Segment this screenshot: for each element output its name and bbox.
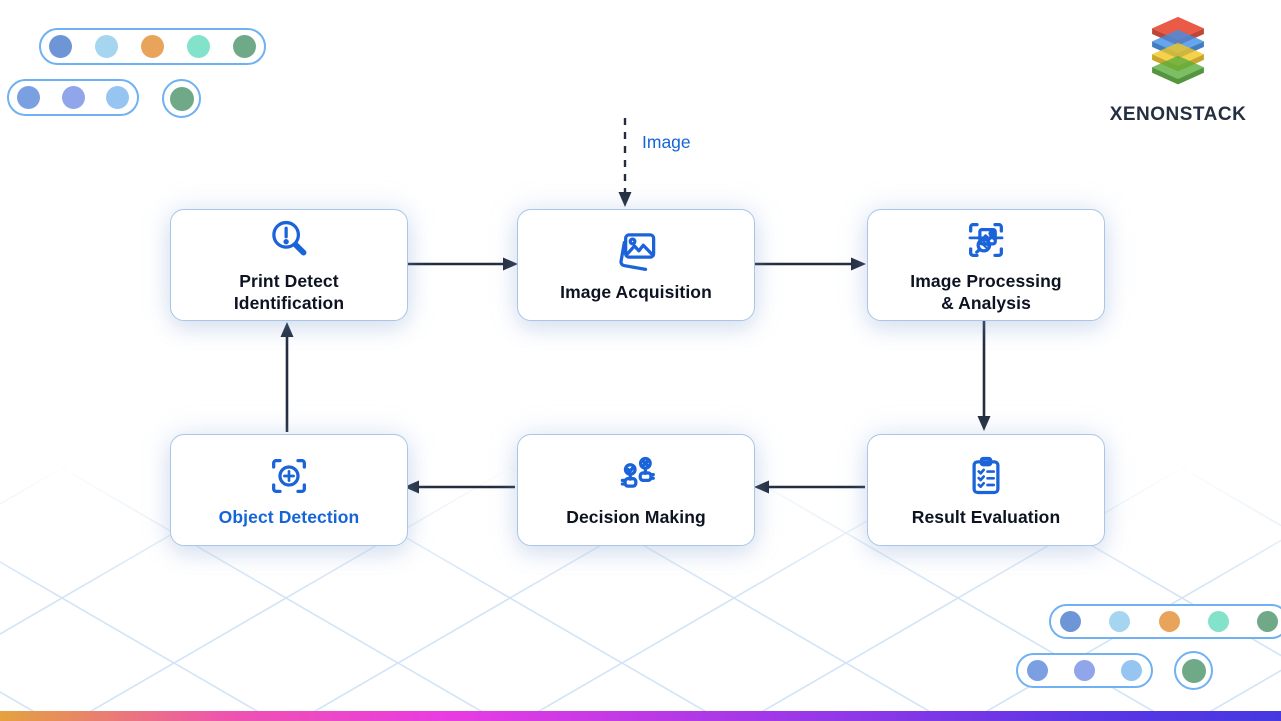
decor-dot	[169, 86, 194, 111]
object-focus-icon	[266, 453, 312, 499]
decor-dot	[49, 35, 72, 58]
decor-dot	[233, 35, 256, 58]
decor-pill-top-2	[7, 79, 139, 116]
bottom-gradient-bar	[0, 711, 1281, 721]
decor-ring-bottom	[1174, 651, 1213, 690]
flow-node-image-acquisition: Image Acquisition	[517, 209, 755, 321]
flow-node-label: Object Detection	[218, 506, 360, 527]
flow-node-label: Print Detect Identification	[233, 270, 345, 313]
decor-dot	[1109, 611, 1131, 632]
decor-dot	[1207, 611, 1229, 632]
decor-ring-top	[162, 79, 201, 118]
image-input-label: Image	[642, 132, 691, 152]
decor-dot	[17, 86, 40, 109]
decor-dot	[1060, 611, 1081, 632]
flow-node-decision-making: Decision Making	[517, 434, 755, 546]
decor-dot	[95, 35, 118, 58]
decor-dot	[106, 86, 129, 109]
flow-node-image-processing-analysis: Image Processing & Analysis	[867, 209, 1105, 321]
decision-hands-icon	[613, 453, 659, 499]
brand-name: XENONSTACK	[1109, 104, 1247, 125]
scan-analyze-icon	[963, 217, 1009, 263]
flow-node-label: Result Evaluation	[911, 506, 1061, 527]
flow-node-label: Image Processing & Analysis	[910, 270, 1062, 313]
decor-dot	[141, 35, 164, 58]
decor-dot	[1074, 660, 1095, 681]
flow-node-label: Image Acquisition	[560, 281, 712, 302]
magnifier-alert-icon	[266, 217, 312, 263]
decor-dot	[1027, 660, 1048, 681]
flow-node-object-detection: Object Detection	[170, 434, 408, 546]
flow-node-print-detect-identification: Print Detect Identification	[170, 209, 408, 321]
xenonstack-logo-icon	[1152, 16, 1204, 85]
decor-dot	[1181, 658, 1206, 683]
photo-icon	[613, 228, 659, 274]
decor-pill-bottom-1	[1049, 604, 1281, 639]
decor-dot	[1158, 611, 1180, 632]
decor-dot	[187, 35, 210, 58]
decor-pill-bottom-2	[1016, 653, 1153, 688]
decor-dot	[1257, 611, 1278, 632]
flow-node-result-evaluation: Result Evaluation	[867, 434, 1105, 546]
clipboard-checklist-icon	[963, 453, 1009, 499]
decor-dot	[61, 86, 85, 109]
flow-node-label: Decision Making	[566, 506, 706, 527]
decor-dot	[1121, 660, 1142, 681]
decor-pill-top-1	[39, 28, 266, 65]
